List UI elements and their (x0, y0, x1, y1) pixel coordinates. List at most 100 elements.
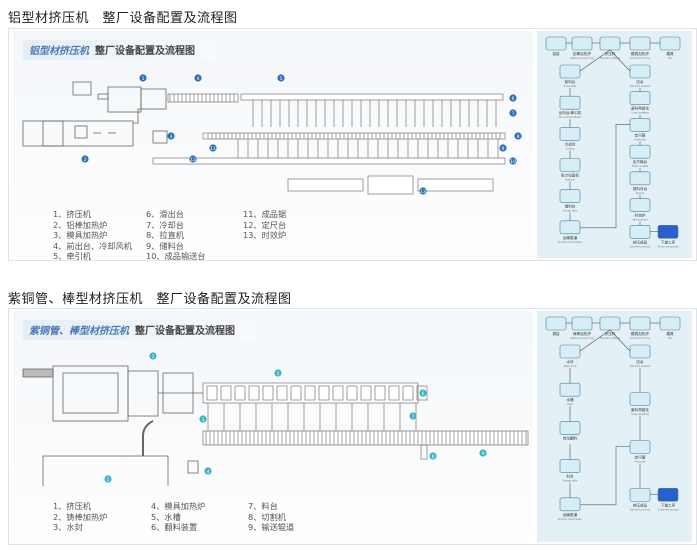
flow-step (559, 421, 581, 435)
flow-step-label: 挤压机 (605, 331, 616, 336)
flow-step-label-en: Pulse (567, 403, 573, 406)
callout-number: 8 (432, 454, 435, 460)
callout-number: 6 (512, 96, 515, 102)
panel-title: 铝型材挤压机整厂设备配置及流程图 (23, 40, 215, 60)
finished-conveyor (152, 157, 506, 165)
flow-step-label-en: To the next process (657, 245, 679, 248)
extruder-body (107, 86, 142, 113)
legend-col-3: 7、料台 8、切割机 9、输送辊道 (248, 501, 295, 532)
callout-marker (204, 467, 212, 475)
flow-step-label-en: Stretcher (565, 179, 575, 182)
callout-number: 9 (482, 451, 485, 457)
flow-step (545, 316, 567, 331)
flow-step-label: 运输辊道 (563, 512, 578, 517)
flow-step-label-en: Finish cut table (632, 165, 649, 168)
flow-step (629, 91, 651, 106)
flow-step-label-en: To the next process (657, 508, 679, 511)
callout-marker (429, 452, 437, 460)
callout-marker (277, 74, 285, 82)
flow-step-label: 运输辊道 (563, 235, 578, 240)
callout-marker (409, 412, 417, 420)
flow-step-label: 下道工序 (661, 502, 676, 507)
cut-table-right (417, 178, 494, 192)
callout-number: 3 (202, 417, 205, 423)
flow-arrow (609, 329, 631, 352)
callout-marker (419, 389, 427, 397)
callout-number: 2 (107, 477, 110, 483)
flow-step (659, 36, 681, 51)
flow-step-label-en: Extrusion material (630, 365, 651, 368)
flow-step (629, 118, 651, 132)
flow-step-label: 水封 (566, 359, 574, 364)
flow-step-label-en: Extrusion material (600, 337, 621, 340)
flow-step-label-en: Stacker (636, 192, 644, 195)
section-heading-copper: 紫铜管、棒型材挤压机 整厂设备配置及流程图 (8, 292, 292, 307)
callout-marker (189, 155, 197, 163)
callout-marker (514, 132, 522, 140)
panel-title-italic: 铝型材挤压机 (29, 46, 89, 57)
flow-step-label-en: Water proof (564, 365, 577, 368)
flow-step-label: 料台 (566, 474, 574, 479)
callout-marker (194, 74, 202, 82)
flow-step-label: 前料台 (565, 79, 576, 84)
panel-title-rest: 整厂设备配置及流程图 (135, 326, 235, 337)
flow-step-label: 废料再熔化 (631, 106, 649, 111)
callout-marker (509, 109, 517, 117)
flow-step-label: 铝锭 (552, 51, 560, 56)
flow-arrow (609, 49, 631, 72)
flow-arrow (580, 124, 630, 229)
flow-step (629, 487, 651, 502)
flow-step (629, 144, 651, 159)
flow-step (559, 382, 581, 397)
flow-step-label-en: Extruded products (630, 245, 651, 248)
section-heading-aluminum: 铝型材挤压机 整厂设备配置及流程图 (8, 11, 238, 26)
flow-step-label-en: Products transmission (558, 518, 583, 521)
flow-step-label: 铜锭 (552, 331, 560, 336)
flow-step-label: 冷却台 (565, 141, 576, 146)
log-heater-furnace (42, 120, 134, 147)
flow-step-label: 模具加热炉 (631, 51, 649, 56)
callout-marker (149, 352, 157, 360)
flow-step (559, 344, 581, 359)
flow-step (629, 224, 651, 239)
callout-number: 2 (84, 157, 87, 163)
flow-step-label-en: Heating furnace of log (570, 337, 595, 340)
legend-col-2: 4、模具加热炉 5、水槽 6、翻料装置 (151, 501, 206, 532)
callout-number: 6 (422, 391, 425, 397)
flow-step-label: 模具 (666, 51, 674, 56)
legend-col-2: 6、滑出台 7、冷却台 8、拉直机 9、储料台 10、成品输送台 (146, 209, 206, 261)
flow-step-label-en: Die (668, 57, 672, 60)
flow-step-label-en: Extrusion material (630, 85, 651, 88)
flow-step-label-en: Cooling (566, 147, 575, 150)
flow-step-label-en: Finish saw (634, 461, 645, 464)
flow-step-label: 挤压成品 (633, 502, 648, 507)
flow-step-label: 废料再熔化 (631, 407, 649, 412)
flow-step-label-en: Extrusion material (600, 57, 621, 60)
flow-step (629, 198, 651, 212)
flow-arrow (580, 446, 630, 506)
flow-step (559, 95, 581, 110)
flow-step (657, 224, 679, 239)
callout-marker (509, 94, 517, 102)
flow-step (545, 36, 567, 51)
flow-step (559, 158, 581, 172)
flow-step (629, 171, 651, 186)
flow-step-label-en: Run-out table/Puller (559, 116, 581, 119)
callout-number: 4 (207, 469, 210, 475)
flow-step-label: 压余 (636, 79, 644, 84)
flow-step (629, 440, 651, 454)
flowchart-svg: 铝锭铝棒加热炉Heating furnace of log挤压机Extrusio… (545, 36, 681, 248)
flowchart-svg: 铜锭铸棒加热炉Heating furnace of log挤压机Extrusio… (545, 316, 681, 521)
flow-step (629, 344, 651, 359)
flow-step-label: 定尺锯 (635, 455, 646, 460)
callout-marker (209, 144, 217, 152)
flow-step (559, 189, 581, 203)
flow-step (629, 36, 651, 51)
flow-step-label-en: Finish saw (634, 138, 645, 141)
flow-step (599, 36, 621, 51)
flow-step-label-en: Going table (564, 85, 577, 88)
flow-step-label: 定尺输台 (633, 159, 648, 164)
